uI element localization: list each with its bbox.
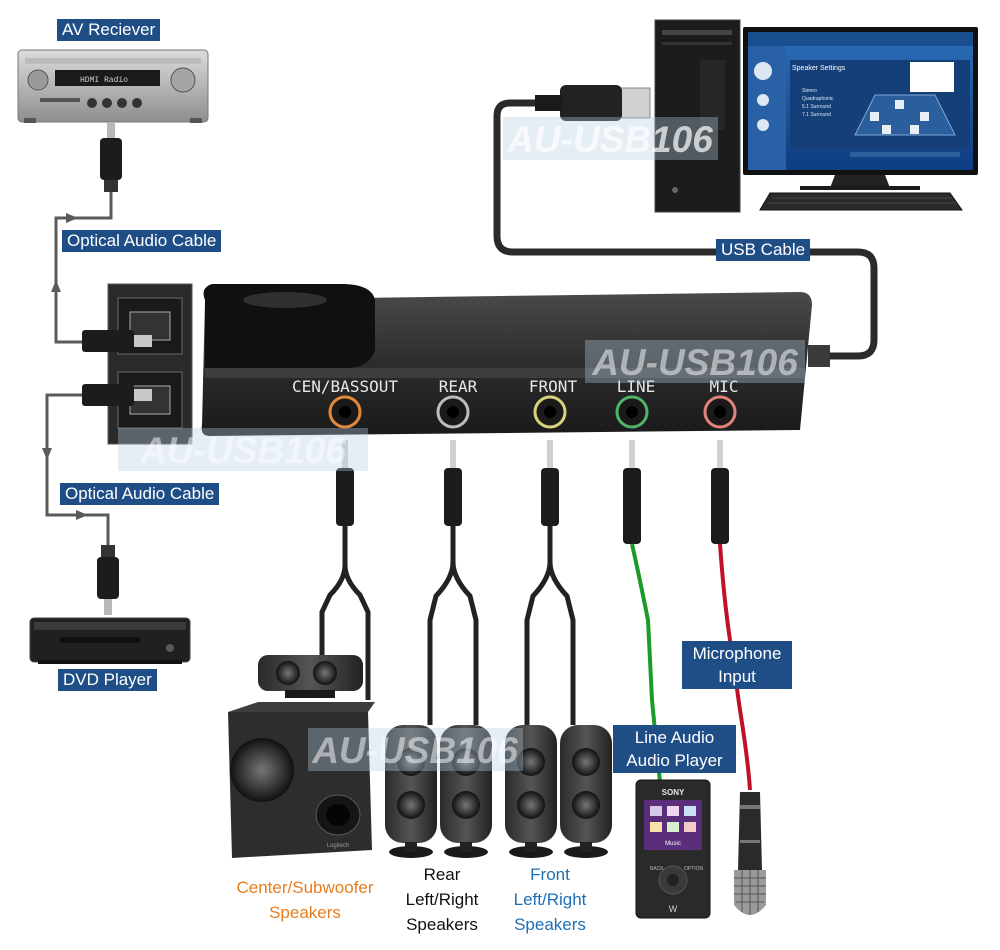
monitor: Speaker Settings Stereo Quadraphonic 5.1…	[743, 27, 978, 190]
subwoofer: Logitech	[228, 702, 375, 858]
screen-option-stereo: Stereo	[802, 88, 817, 94]
label-av-receiver: AV Reciever	[57, 19, 161, 41]
line-cable	[623, 440, 662, 783]
front-speakers	[505, 725, 612, 858]
microphone	[734, 792, 766, 915]
desktop-computer	[654, 19, 741, 213]
dvd-player	[29, 617, 191, 664]
port-labels: CEN/BASSOUT REAR FRONT LINE MIC	[292, 377, 738, 396]
rear-left-speaker	[385, 725, 437, 858]
watermark-1: AU-USB106	[506, 119, 713, 160]
usb-cable	[493, 85, 878, 367]
front-left-speaker	[505, 725, 557, 858]
player-option-text: OPTION	[684, 866, 704, 872]
screen-option-51: 5.1 Surround	[802, 104, 831, 110]
port-label-mic: MIC	[710, 377, 739, 396]
rear-speakers	[385, 725, 492, 858]
label-dvd-player: DVD Player	[58, 669, 157, 691]
front-right-speaker	[560, 725, 612, 858]
keyboard	[759, 192, 963, 211]
watermark-4: AU-USB106	[311, 730, 518, 771]
media-player: SONY Music BACK OPTION W	[635, 779, 711, 919]
audio-jacks	[328, 395, 737, 429]
screen-panel-title: Speaker Settings	[792, 65, 846, 72]
caption-rear-speakers: Rear Left/Right Speakers	[405, 865, 479, 934]
screen-option-71: 7.1 Surround	[802, 112, 831, 118]
label-optical-cable-bottom: Optical Audio Cable	[60, 483, 220, 505]
front-cable	[524, 440, 576, 725]
player-logo-text: W	[669, 904, 678, 914]
label-line-audio-player: Line Audio Audio Player	[613, 725, 736, 773]
av-receiver: HDMI Radio	[17, 49, 209, 123]
label-microphone-input: Microphone Input	[682, 641, 792, 689]
player-brand-text: SONY	[662, 788, 685, 797]
label-usb-cable: USB Cable	[716, 239, 811, 261]
mic-cable	[711, 440, 752, 791]
optical-cable-receiver	[51, 122, 122, 344]
watermarks: AU-USB106 AU-USB106 AU-USB106 AU-USB106	[118, 117, 805, 771]
caption-center-subwoofer: Center/Subwoofer Speakers	[236, 878, 374, 922]
watermark-2: AU-USB106	[591, 342, 798, 383]
player-screen-text: Music	[665, 841, 681, 847]
center-speaker	[258, 655, 363, 698]
caption-front-speakers: Front Left/Right Speakers	[513, 865, 587, 934]
port-label-line: LINE	[617, 377, 656, 396]
optical-ports	[82, 283, 193, 445]
watermark-3: AU-USB106	[139, 430, 346, 471]
label-optical-cable-top: Optical Audio Cable	[62, 230, 222, 252]
port-label-cen-bassout: CEN/BASSOUT	[292, 377, 398, 396]
sub-brand-text: Logitech	[327, 843, 350, 849]
port-label-rear: REAR	[439, 377, 478, 396]
receiver-display-text: HDMI Radio	[80, 76, 128, 85]
center-sub-cable	[319, 440, 371, 700]
player-back-text: BACK	[650, 866, 664, 872]
port-label-front: FRONT	[529, 377, 578, 396]
rear-cable	[427, 440, 479, 725]
rear-right-speaker	[440, 725, 492, 858]
screen-option-quad: Quadraphonic	[802, 96, 834, 102]
optical-cable-dvd	[42, 393, 119, 615]
